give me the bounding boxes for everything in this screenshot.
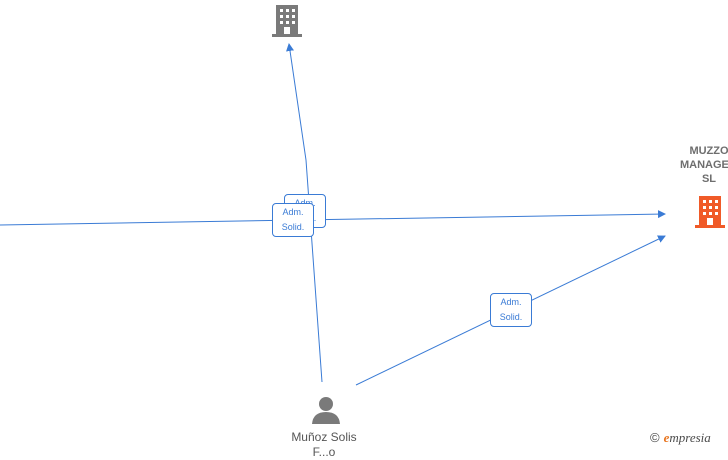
edge-person-to-top-company bbox=[286, 43, 323, 383]
person-name-label[interactable]: Muñoz Solis F...o bbox=[291, 430, 357, 459]
brand-first-letter: e bbox=[663, 430, 670, 445]
relationship-graph bbox=[0, 5, 725, 424]
copyright-symbol: © bbox=[650, 430, 660, 445]
edge-label[interactable]: Adm. Solid. bbox=[490, 293, 532, 327]
brand-rest: mpresia bbox=[669, 430, 711, 445]
company-name-label[interactable]: MUZZO MANAGEM SL bbox=[679, 145, 728, 185]
person-icon[interactable] bbox=[312, 397, 340, 424]
brand-logo: ©empresia bbox=[650, 430, 711, 446]
edge-label[interactable]: Adm. Solid. bbox=[272, 203, 314, 237]
building-icon[interactable] bbox=[272, 5, 302, 37]
edge-left-to-right-company bbox=[0, 210, 666, 226]
building-icon[interactable] bbox=[695, 196, 725, 228]
